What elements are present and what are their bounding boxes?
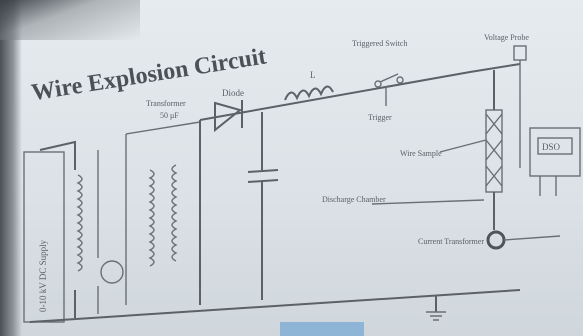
source-wire-top (39, 140, 76, 170)
meter-circle (100, 260, 124, 284)
top-shadow (0, 0, 140, 40)
ct-label: Current Transformer (418, 237, 484, 246)
wire-sample: Wire Sample (400, 70, 503, 230)
bottom-rail (29, 289, 521, 323)
trigger-label: Trigger (368, 113, 392, 122)
dso: DSO (529, 127, 581, 196)
wire-sample-label: Wire Sample (400, 149, 442, 158)
diode: Diode (199, 88, 244, 305)
dso-label: DSO (542, 142, 561, 152)
capacitor-bank (247, 112, 279, 300)
transformer-label: Transformer (146, 99, 186, 108)
voltage-probe: Voltage Probe (484, 33, 529, 168)
triggered-switch: Triggered Switch Trigger (352, 39, 407, 122)
left-shadow (0, 0, 22, 336)
probe-label: Voltage Probe (484, 33, 529, 42)
capacitor-value: 50 μF (160, 111, 179, 120)
current-transformer: Current Transformer (418, 230, 561, 250)
projector-bar (280, 322, 364, 336)
source-label: 0-10 kV DC Supply (38, 239, 48, 312)
primary-coil (76, 150, 124, 314)
discharge-chamber: Discharge Chamber (322, 195, 485, 205)
diode-label: Diode (222, 88, 244, 98)
chamber-label: Discharge Chamber (322, 195, 386, 204)
ground-symbol (426, 296, 446, 321)
inductor-label: L (310, 70, 316, 80)
transformer: Transformer 50 μF (125, 99, 201, 305)
inductor: L (284, 70, 334, 101)
switch-label: Triggered Switch (352, 39, 407, 48)
top-rail (199, 63, 521, 121)
